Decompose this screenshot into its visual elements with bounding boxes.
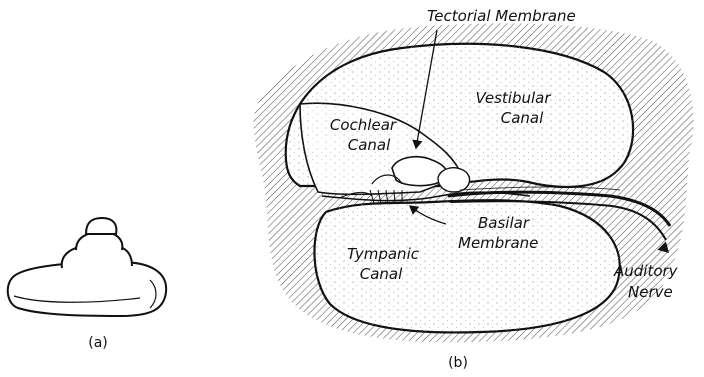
auditory-nerve-label-line2: Nerve [628,284,673,301]
tympanic-canal-label-line2: Canal [336,266,426,283]
tympanic-canal-label-line1: Tympanic [338,246,428,263]
caption-a: (a) [68,335,128,351]
cochlear-canal-label-line1: Cochlear [320,117,406,134]
caption-b: (b) [428,355,488,371]
tectorial-membrane-label: Tectorial Membrane [427,8,576,25]
coiled-cochlea-sketch [8,218,166,316]
vestibular-canal-label-line1: Vestibular [463,90,563,107]
vestibular-canal-label-line2: Canal [472,110,572,127]
basilar-membrane-label-line1: Basilar [478,215,529,232]
auditory-nerve-label-line1: Auditory [614,263,678,280]
basilar-membrane-label-line2: Membrane [458,235,538,252]
cochlear-canal-label-line2: Canal [326,137,412,154]
